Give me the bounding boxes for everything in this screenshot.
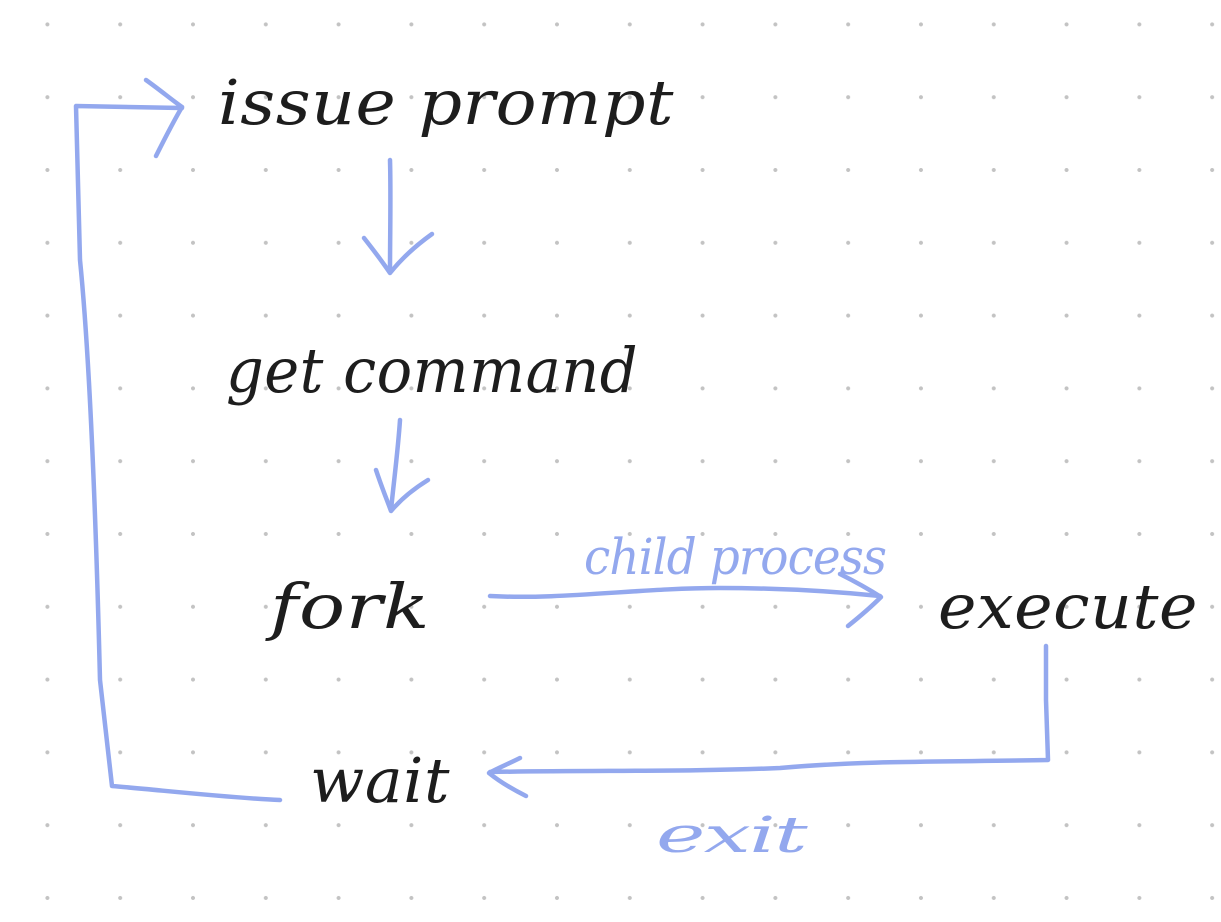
arrow-prompt-to-command (361, 157, 435, 276)
edge-label-child-process: child process (584, 528, 886, 586)
node-fork: fork (265, 570, 430, 643)
node-get-command: get command (226, 334, 638, 407)
node-wait: wait (310, 744, 450, 817)
arrow-command-to-fork (373, 417, 431, 514)
node-execute: execute (938, 570, 1198, 643)
arrow-execute-to-wait (486, 643, 1051, 799)
arrow-fork-to-execute (487, 571, 884, 629)
arrow-wait-to-prompt (73, 77, 283, 803)
node-issue-prompt: issue prompt (218, 66, 674, 139)
edge-label-exit: exit (656, 806, 809, 864)
